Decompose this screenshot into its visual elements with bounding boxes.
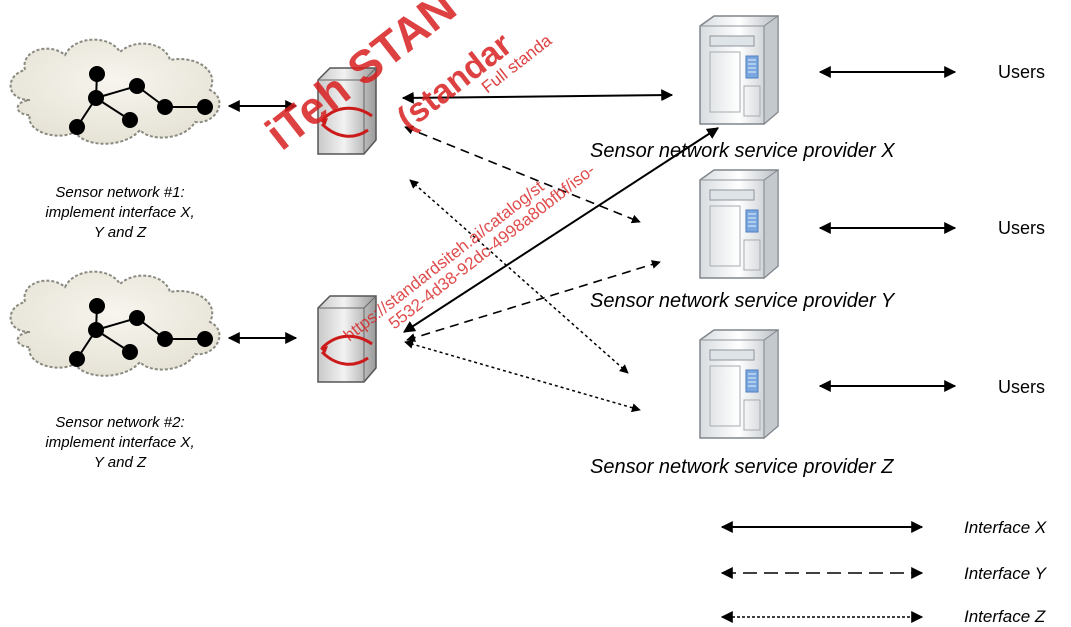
sensor-network-cloud-icon [9,38,221,145]
network-caption: Sensor network #2: implement interface X… [0,413,240,473]
interface-z-link [404,339,641,413]
users-label: Users [998,218,1046,238]
network-caption-line: implement interface X, [45,434,195,451]
network-caption-line: Sensor network #1: [55,184,185,201]
gateway-server-icon [317,67,377,155]
legend-label-x: Interface X [964,518,1047,537]
legend-label-y: Interface Y [964,564,1046,583]
legend-label-z: Interface Z [964,607,1046,626]
server-tower-icon [699,15,779,126]
server-tower-icon [699,169,779,280]
connection-lines [227,66,957,623]
provider-caption-y: Sensor network service provider Y [590,290,895,312]
network-caption-line: Y and Z [93,224,147,241]
network-caption-line: Y and Z [93,454,147,471]
server-tower-icon [699,329,779,440]
provider-caption-z: Sensor network service provider Z [590,456,894,478]
gateway-server-icon [317,295,377,383]
network-caption: Sensor network #1: implement interface X… [0,183,240,243]
interface-x-link [401,89,674,104]
users-label: Users [998,62,1046,82]
network-caption-line: implement interface X, [45,204,195,221]
sensor-network-cloud-icon [9,270,221,377]
network-caption-line: Sensor network #2: [55,414,185,431]
provider-caption-x: Sensor network service provider X [590,140,895,162]
users-label: Users [998,377,1046,397]
